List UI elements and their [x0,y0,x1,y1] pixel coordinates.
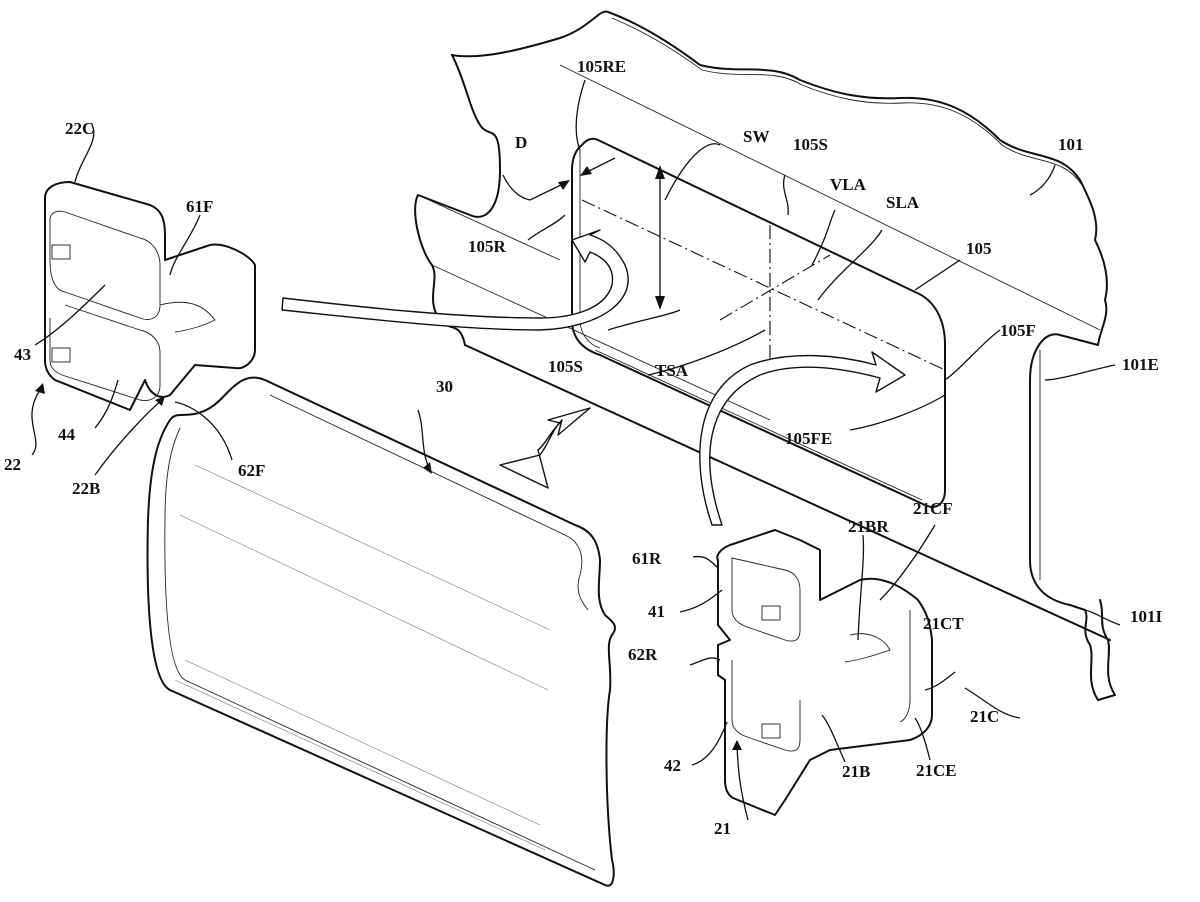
label-TSA: TSA [655,361,689,380]
label-21C: 21C [970,707,1000,726]
label-30: 30 [436,377,453,396]
label-21B: 21B [842,762,871,781]
label-101I: 101I [1130,607,1163,626]
label-22C: 22C [65,119,95,138]
label-44: 44 [58,425,75,444]
label-101: 101 [1058,135,1084,154]
label-62F: 62F [238,461,266,480]
label-105R: 105R [468,237,506,256]
axis-vla [719,254,831,321]
label-61F: 61F [186,197,214,216]
label-SLA: SLA [886,193,920,212]
axis-sla [581,199,946,371]
label-105: 105 [966,239,992,258]
label-21BR: 21BR [848,517,889,536]
leader-lines [31,79,1121,821]
label-105FE: 105FE [785,429,833,448]
slot-105 [529,137,946,508]
cover-30 [146,376,616,887]
insertion-arrows [281,229,906,526]
panel-101 [414,10,1116,701]
label-21CE: 21CE [916,761,957,780]
label-41: 41 [648,602,665,621]
label-VLA: VLA [830,175,866,194]
label-21CT: 21CT [923,614,964,633]
label-43: 43 [14,345,31,364]
label-SW: SW [743,127,770,146]
label-42: 42 [664,756,681,775]
label-D: D [515,133,528,152]
label-105S-top: 105S [793,135,828,154]
label-105S-bottom: 105S [548,357,583,376]
label-105RE: 105RE [577,57,627,76]
label-62R: 62R [628,645,658,664]
clip-22 [44,181,256,411]
label-61R: 61R [632,549,662,568]
label-105F: 105F [1000,321,1036,340]
label-21: 21 [714,819,731,838]
clip-21 [716,529,933,816]
label-21CF: 21CF [913,499,953,518]
label-22B: 22B [72,479,101,498]
label-22: 22 [4,455,21,474]
label-101E: 101E [1122,355,1159,374]
